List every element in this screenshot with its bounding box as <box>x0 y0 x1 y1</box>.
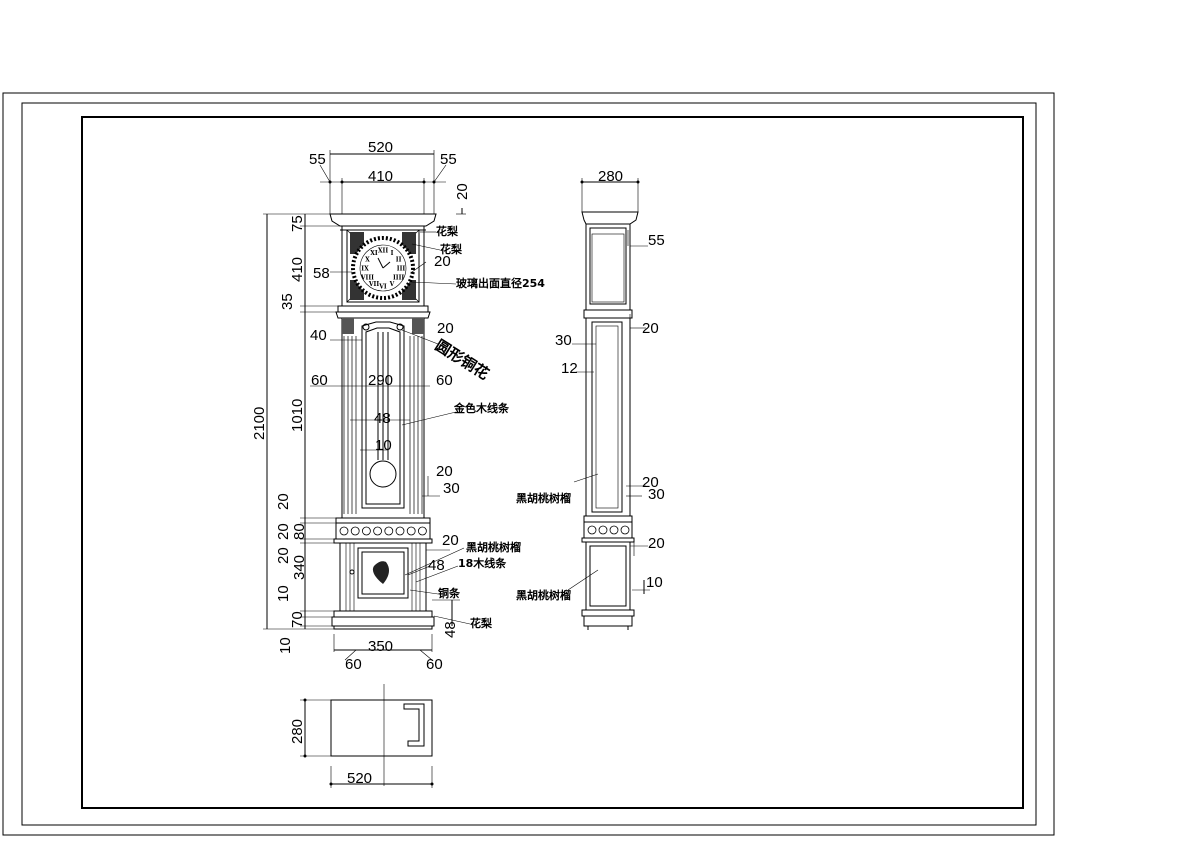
dim-plinth-right: 48 <box>442 621 459 638</box>
carving-motif <box>372 561 390 584</box>
note-wood-line: 18木线条 <box>458 556 507 570</box>
dim-hood: 410 <box>289 257 306 282</box>
side-dim-waist-bottom-b: 30 <box>648 486 665 503</box>
plan-view: 280 520 <box>289 684 434 788</box>
dim-mid-a: 20 <box>275 493 292 510</box>
note-glass: 玻璃出面直径254 <box>456 276 545 290</box>
dim-base-right: 20 <box>442 532 459 549</box>
plan-dim-depth: 280 <box>289 719 306 744</box>
dim-pendulum-a: 48 <box>374 410 391 427</box>
side-elevation <box>581 211 639 630</box>
side-dimension-labels: 280 55 20 30 12 20 30 20 10 黑胡桃树榴 黑胡桃树榴 <box>516 168 665 602</box>
dim-plinth: 70 <box>289 611 306 628</box>
note-walnut-door: 黑胡桃树榴 <box>466 540 521 554</box>
note-gold-line: 金色木线条 <box>453 401 510 415</box>
dial-numeral: II <box>396 257 402 264</box>
rosette <box>373 526 383 536</box>
side-dim-base-top: 20 <box>648 535 665 552</box>
front-notes: 花梨 花梨 玻璃出面直径254 圆形铜花 金色木线条 黑胡桃树榴 18木线条 铜… <box>401 224 545 630</box>
rosette <box>339 526 349 536</box>
note-huali-top: 花梨 <box>436 224 459 238</box>
dim-width-total: 520 <box>368 139 393 156</box>
dial-numeral: XII <box>378 248 388 255</box>
dial-numeral: VII <box>368 281 379 288</box>
dim-left-overhang: 55 <box>309 151 326 168</box>
side-dim-foot: 10 <box>646 574 663 591</box>
dial-numeral: IIII <box>393 275 404 282</box>
dim-panel-mid: 290 <box>368 372 393 389</box>
dim-mid-d: 20 <box>275 547 292 564</box>
dial-numeral: V <box>389 281 395 288</box>
dial-numeral: III <box>397 266 406 273</box>
plan-dim-width: 520 <box>347 770 372 787</box>
dim-base: 340 <box>291 555 308 580</box>
dim-waist-left: 40 <box>310 327 327 344</box>
inner-border <box>21 102 1037 826</box>
side-dim-panel-left: 30 <box>555 332 572 349</box>
side-note-walnut-base: 黑胡桃树榴 <box>516 588 571 602</box>
dim-side-a: 20 <box>436 463 453 480</box>
front-dimension-labels: 520 410 55 55 20 2100 75 410 35 1010 20 … <box>251 139 471 673</box>
side-dim-waist-bottom-a: 20 <box>642 474 659 491</box>
side-dim-waist-top: 20 <box>642 320 659 337</box>
dim-base-door: 48 <box>428 557 445 574</box>
dim-panel-right: 60 <box>436 372 453 389</box>
rosette <box>361 526 371 536</box>
dim-foot: 10 <box>277 637 294 654</box>
dim-hood-base: 35 <box>279 293 296 310</box>
rosette <box>609 525 619 535</box>
rosette <box>406 526 416 536</box>
dial-numeral: I <box>391 250 394 257</box>
dim-width-inner: 410 <box>368 168 393 185</box>
rosette <box>417 526 427 536</box>
dim-bottom-right: 60 <box>426 656 443 673</box>
dim-waist: 1010 <box>289 399 306 432</box>
drawing-frame <box>81 116 1024 809</box>
dim-bottom-left: 60 <box>345 656 362 673</box>
dim-base-a: 10 <box>275 585 292 602</box>
note-huali-face: 花梨 <box>440 242 463 256</box>
note-copper-strip: 铜条 <box>437 586 461 600</box>
rosette <box>620 525 630 535</box>
dim-face-offset: 58 <box>313 265 330 282</box>
dim-side-b: 30 <box>443 480 460 497</box>
outer-border <box>2 92 1055 836</box>
side-dim-crown: 55 <box>648 232 665 249</box>
rosette <box>384 526 394 536</box>
dim-bottom-width: 350 <box>368 638 393 655</box>
dim-mid-c: 80 <box>291 523 308 540</box>
rosette <box>598 525 608 535</box>
dim-face-right: 20 <box>434 253 451 270</box>
dial-numeral: VI <box>378 284 387 291</box>
side-note-walnut-waist: 黑胡桃树榴 <box>516 491 571 505</box>
dial-numeral: IX <box>361 266 369 273</box>
dim-pendulum-b: 10 <box>375 437 392 454</box>
side-dimensions <box>567 178 650 594</box>
dim-mid-b: 20 <box>275 523 292 540</box>
rosette <box>350 526 360 536</box>
dial-numeral: VIII <box>360 275 374 282</box>
dim-top-gap: 20 <box>454 183 471 200</box>
dial-numeral: XI <box>370 250 378 257</box>
dim-panel-left: 60 <box>311 372 328 389</box>
dim-right-overhang: 55 <box>440 151 457 168</box>
front-dimensions <box>263 150 466 661</box>
rosette <box>587 525 597 535</box>
side-dim-depth: 280 <box>598 168 623 185</box>
side-dim-panel-inset: 12 <box>561 360 578 377</box>
dim-height-total: 2100 <box>251 407 268 440</box>
rosette <box>395 526 405 536</box>
dim-crown: 75 <box>289 215 306 232</box>
dim-waist-right: 20 <box>437 320 454 337</box>
note-huali-base: 花梨 <box>470 616 493 630</box>
dial-numeral: X <box>365 257 370 264</box>
